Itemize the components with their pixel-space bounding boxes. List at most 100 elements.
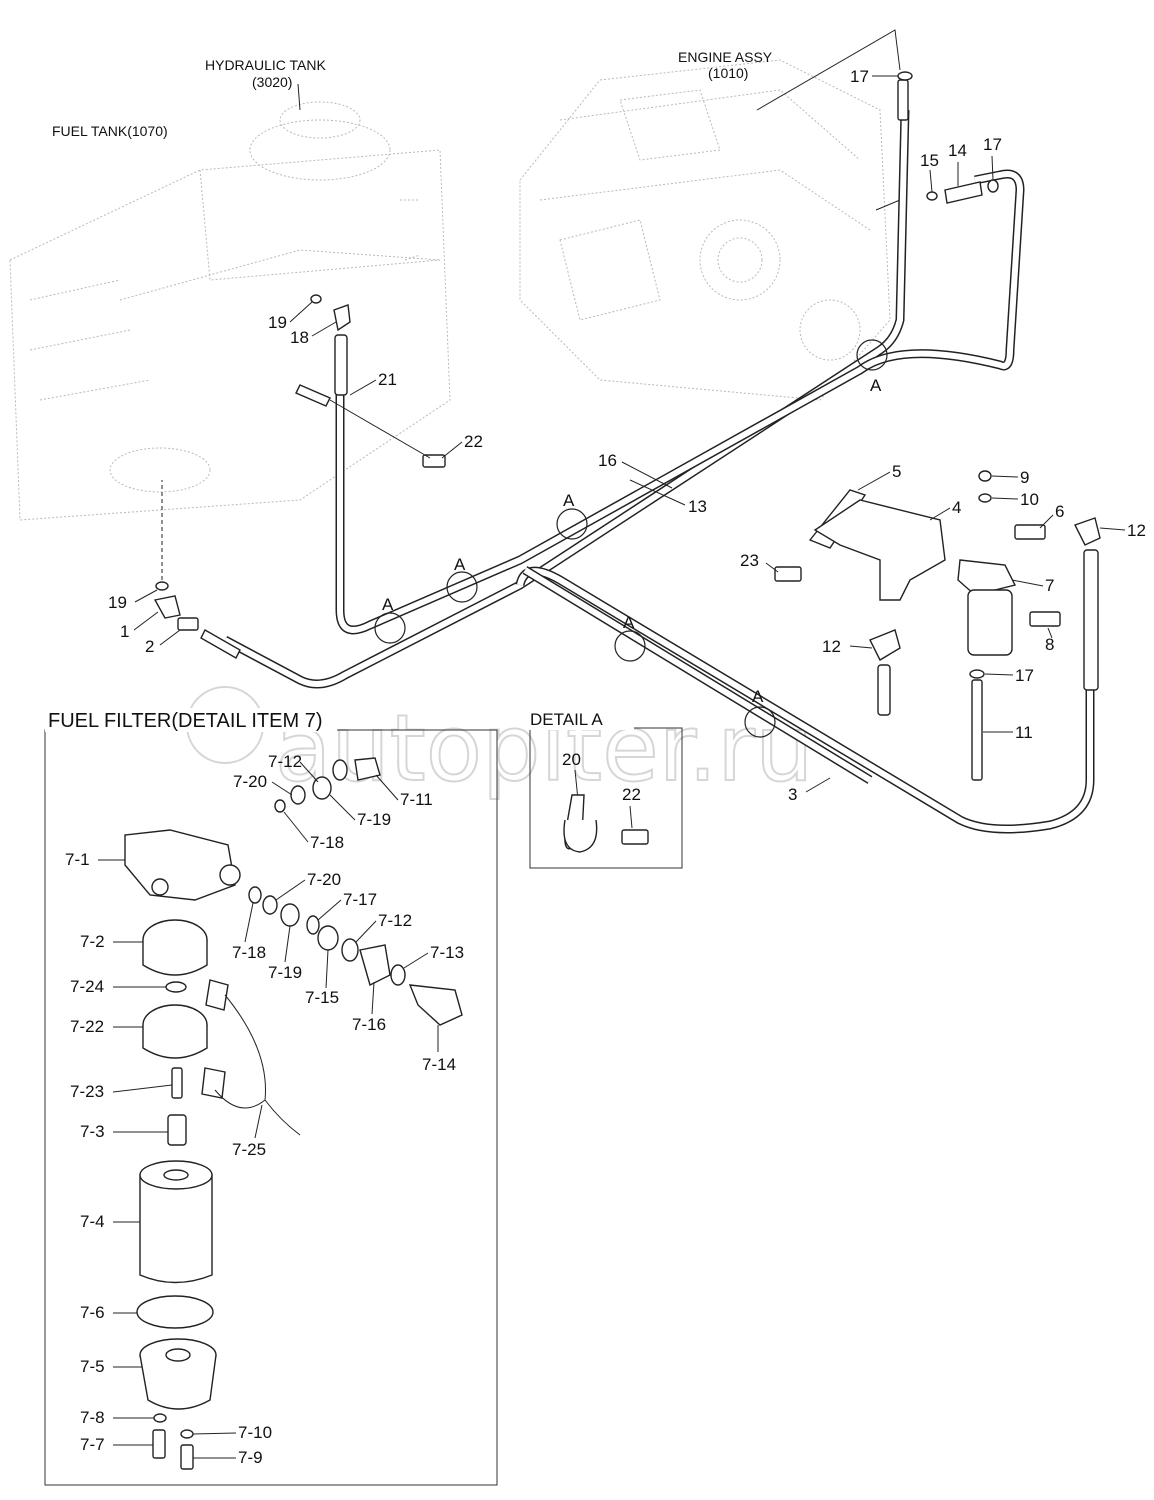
fuel-tank-heading: FUEL TANK(1070) bbox=[52, 123, 168, 139]
hydraulic-tank-code: (3020) bbox=[252, 74, 292, 90]
bowl-7-5 bbox=[139, 1354, 217, 1410]
callout-A2: A bbox=[454, 555, 466, 574]
callout-7: 7 bbox=[1045, 576, 1054, 595]
callout-7-16: 7-16 bbox=[352, 1015, 386, 1034]
callout-17b: 17 bbox=[983, 135, 1002, 154]
bolt-8 bbox=[1029, 611, 1061, 627]
callout-7-12a: 7-12 bbox=[268, 752, 302, 771]
callout-7-10: 7-10 bbox=[238, 1423, 272, 1442]
callout-7-5: 7-5 bbox=[80, 1357, 105, 1376]
detail-a-marker-2 bbox=[446, 571, 478, 603]
callout-7-17: 7-17 bbox=[343, 890, 377, 909]
callout-7-18a: 7-18 bbox=[310, 833, 344, 852]
bowl-7-14 bbox=[408, 984, 463, 1026]
callout-8: 8 bbox=[1045, 635, 1054, 654]
fuel-filter-heading: FUEL FILTER(DETAIL ITEM 7) bbox=[48, 710, 322, 732]
oring-7-12b bbox=[341, 938, 359, 962]
bolt-6 bbox=[1014, 524, 1046, 540]
oring-7-13 bbox=[390, 964, 406, 986]
fitting-14 bbox=[944, 181, 983, 204]
oring-7-17 bbox=[306, 915, 320, 935]
callout-18: 18 bbox=[290, 328, 309, 347]
hydraulic-tank-ghost bbox=[9, 101, 451, 521]
detail-a-callout-20: 20 bbox=[562, 750, 581, 769]
callout-7-19b: 7-19 bbox=[268, 963, 302, 982]
callout-9: 9 bbox=[1020, 468, 1029, 487]
fitting-19b bbox=[155, 581, 169, 591]
oring-7-20b bbox=[262, 895, 278, 915]
detail-a-marker-1 bbox=[374, 612, 406, 644]
hydraulic-tank-heading: HYDRAULIC TANK bbox=[205, 57, 327, 73]
callout-17c: 17 bbox=[1015, 666, 1034, 685]
sensor-body-7-22 bbox=[142, 1025, 208, 1059]
engine-assy-code: (1010) bbox=[708, 65, 748, 81]
watermark: autopiter.ru bbox=[186, 686, 814, 803]
callout-7-7: 7-7 bbox=[80, 1435, 105, 1454]
callout-A1: A bbox=[382, 595, 394, 614]
callout-5: 5 bbox=[892, 462, 901, 481]
detail-a-marker-6 bbox=[744, 706, 776, 738]
filter-body-7 bbox=[967, 589, 1013, 656]
callout-7-8: 7-8 bbox=[80, 1408, 105, 1427]
detail-clamp-loop bbox=[563, 819, 598, 853]
detail-a-marker-4 bbox=[856, 339, 888, 371]
fitting-15 bbox=[926, 191, 938, 201]
oring-7-24 bbox=[165, 981, 187, 993]
callout-7-14: 7-14 bbox=[422, 1055, 456, 1074]
callout-7-22: 7-22 bbox=[70, 1017, 104, 1036]
callout-7-13: 7-13 bbox=[430, 943, 464, 962]
fuel-pipe-branch bbox=[515, 550, 1095, 834]
callout-7-15: 7-15 bbox=[305, 988, 339, 1007]
callout-19a: 19 bbox=[268, 313, 287, 332]
callout-3: 3 bbox=[788, 785, 797, 804]
detail-bolt-22 bbox=[621, 829, 649, 845]
callout-2: 2 bbox=[145, 637, 154, 656]
spacer-7-16 bbox=[359, 944, 391, 987]
callout-10: 10 bbox=[1020, 490, 1039, 509]
callout-A6: A bbox=[752, 687, 764, 706]
callout-17a: 17 bbox=[850, 67, 869, 86]
nut-7-15 bbox=[317, 925, 339, 951]
elbow-12a bbox=[1074, 517, 1101, 546]
oring-7-18a bbox=[274, 799, 286, 813]
engine-assy-ghost bbox=[519, 59, 891, 401]
elbow-12b bbox=[869, 629, 901, 661]
callout-A5: A bbox=[623, 613, 635, 632]
callout-7-11: 7-11 bbox=[400, 790, 433, 809]
callout-7-23: 7-23 bbox=[70, 1082, 104, 1101]
drain-7-7 bbox=[152, 1429, 166, 1459]
callout-7-2: 7-2 bbox=[80, 932, 105, 951]
detail-a-marker-5 bbox=[614, 630, 646, 662]
callout-7-20a: 7-20 bbox=[233, 772, 267, 791]
stud-7-23 bbox=[171, 1067, 183, 1099]
sensor-7-25b bbox=[201, 1067, 226, 1099]
oring-7-10 bbox=[180, 1429, 194, 1439]
bolt-23 bbox=[774, 566, 802, 582]
callout-6: 6 bbox=[1055, 502, 1064, 521]
fitting-1 bbox=[153, 595, 181, 619]
callout-1: 1 bbox=[120, 622, 129, 641]
plug-9 bbox=[978, 470, 992, 482]
hose-17-top bbox=[897, 79, 909, 121]
callout-16: 16 bbox=[598, 451, 617, 470]
detail-a-panel: DETAIL A 20 22 bbox=[526, 708, 683, 869]
fitting-18 bbox=[333, 304, 351, 332]
oring-7-20a bbox=[290, 785, 306, 805]
callout-21: 21 bbox=[378, 370, 397, 389]
callout-7-3: 7-3 bbox=[80, 1122, 105, 1141]
main-callouts: 17 15 14 17 19 18 21 22 16 13 5 4 9 10 6… bbox=[108, 67, 1146, 804]
hose-return-tank bbox=[334, 334, 348, 396]
adapter-7-3 bbox=[167, 1114, 187, 1146]
callout-4: 4 bbox=[952, 498, 961, 517]
engine-assy-heading: ENGINE ASSY bbox=[678, 49, 773, 65]
plug-7-19a bbox=[312, 776, 332, 800]
callout-A4: A bbox=[870, 376, 882, 395]
filter-head-outlet bbox=[219, 864, 241, 886]
filter-element-7-4 bbox=[139, 1174, 213, 1284]
fitting-7-11 bbox=[354, 757, 381, 781]
detail-a-marker-3 bbox=[556, 508, 588, 540]
clamp-21 bbox=[295, 384, 331, 407]
plug-7-9 bbox=[180, 1444, 194, 1470]
sensor-body-7-2 bbox=[142, 940, 208, 976]
plug-7-19b bbox=[280, 903, 300, 927]
